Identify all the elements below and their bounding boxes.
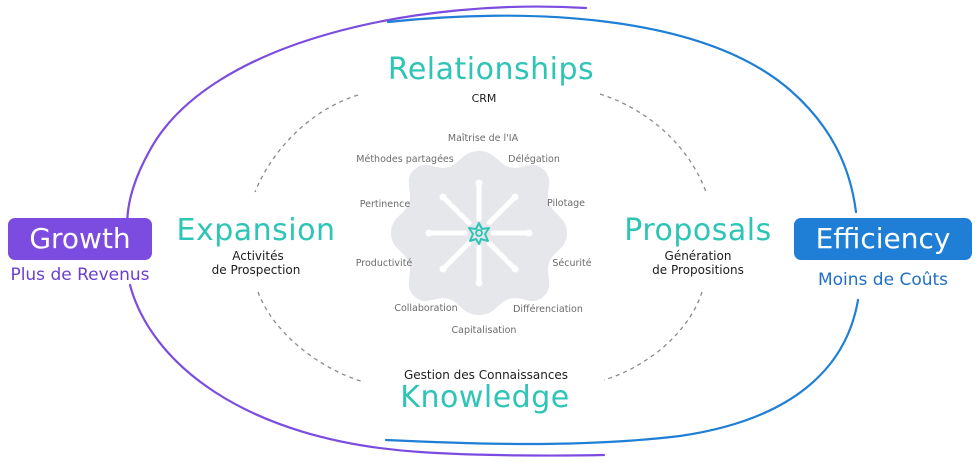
- proposals-title: Proposals: [624, 213, 772, 248]
- growth-subtitle: Plus de Revenus: [10, 265, 150, 285]
- center-star-icon: [468, 222, 490, 245]
- expansion-subtitle-2: de Prospection: [211, 263, 301, 277]
- attribute-label: Pilotage: [546, 198, 586, 209]
- attribute-label: Capitalisation: [451, 325, 517, 336]
- outer-ellipse-blue-top: [386, 14, 858, 214]
- attribute-label: Maîtrise de l'IA: [447, 133, 519, 144]
- spoke-tips: [425, 179, 533, 287]
- relationships-subtitle: CRM: [471, 92, 497, 105]
- efficiency-subtitle: Moins de Coûts: [817, 270, 949, 290]
- expansion-title: Expansion: [176, 213, 336, 248]
- knowledge-subtitle: Gestion des Connaissances: [403, 368, 569, 382]
- attribute-label: Collaboration: [394, 303, 458, 314]
- attribute-label: Différenciation: [513, 304, 583, 315]
- expansion-subtitle-1: Activités: [232, 249, 284, 263]
- efficiency-box: Efficiency: [794, 218, 972, 260]
- inner-dashed-ellipse: [254, 93, 707, 383]
- relationships-title: Relationships: [387, 52, 595, 87]
- outer-ellipse-purple-bottom: [128, 283, 606, 457]
- attribute-label: Pertinence: [359, 199, 411, 210]
- proposals-subtitle-2: de Propositions: [652, 263, 744, 277]
- growth-box: Growth: [8, 218, 152, 260]
- attribute-label: Méthodes partagées: [356, 154, 454, 165]
- attribute-label: Délégation: [508, 154, 560, 165]
- knowledge-title: Knowledge: [400, 380, 570, 415]
- gear-icon: [391, 151, 567, 315]
- attribute-label: Sécurité: [552, 258, 592, 269]
- outer-ellipse-purple-top: [126, 5, 588, 247]
- outer-ellipse-blue-bottom: [384, 298, 860, 446]
- proposals-subtitle-1: Génération: [664, 249, 732, 263]
- attribute-label: Productivité: [355, 258, 413, 269]
